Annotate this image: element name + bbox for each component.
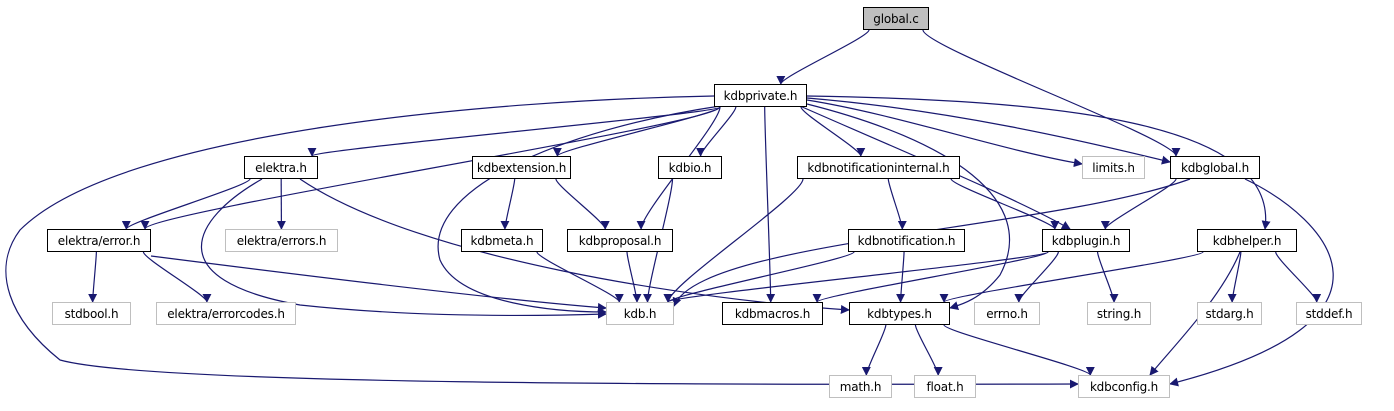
edge-kdbplugin-to-errno <box>1014 251 1059 303</box>
node-kdbconfig[interactable]: kdbconfig.h <box>1078 375 1170 398</box>
node-kdbplugin[interactable]: kdbplugin.h <box>1042 229 1130 252</box>
edge-kdbprivate-to-limits <box>806 99 1083 168</box>
edge-elektra-to-kdb <box>200 178 607 319</box>
edge-kdbprivate-to-elektra_error <box>140 106 721 230</box>
edge-kdbnotificationinternal-to-kdb <box>663 178 804 303</box>
node-elektra-errors[interactable]: elektra/errors.h <box>225 229 338 252</box>
edge-kdbprivate-to-kdbconfig <box>5 95 1079 389</box>
edge-kdbhelper-to-kdbtypes <box>939 251 1204 303</box>
edge-elektra_error-to-stdbool <box>88 251 98 303</box>
edge-kdbnotificationinternal-to-kdbnotification <box>887 178 907 230</box>
edge-elektra-to-elektra_error <box>121 178 251 230</box>
node-kdbio[interactable]: kdbio.h <box>658 156 722 179</box>
node-kdbproposal[interactable]: kdbproposal.h <box>567 229 673 252</box>
node-kdbextension[interactable]: kdbextension.h <box>472 156 571 179</box>
node-limits[interactable]: limits.h <box>1082 156 1145 179</box>
edge-global_c-to-kdbprivate <box>776 29 870 85</box>
edge-kdbprivate-to-kdb <box>437 105 721 317</box>
edge-kdbprivate-to-kdbglobal <box>806 97 1171 165</box>
node-float[interactable]: float.h <box>914 375 976 398</box>
node-kdbglobal[interactable]: kdbglobal.h <box>1170 156 1260 179</box>
node-stddef[interactable]: stddef.h <box>1296 302 1362 325</box>
node-kdbtypes[interactable]: kdbtypes.h <box>849 302 950 325</box>
edge-kdbglobal-to-kdbconfig <box>1169 178 1334 387</box>
node-stdarg[interactable]: stdarg.h <box>1197 302 1262 325</box>
edge-kdbnotification-to-kdb <box>663 251 855 303</box>
node-stdbool[interactable]: stdbool.h <box>52 302 131 325</box>
edge-kdbprivate-to-kdbmacros <box>764 106 776 303</box>
node-kdbhelper[interactable]: kdbhelper.h <box>1197 229 1297 252</box>
node-elektra[interactable]: elektra.h <box>244 156 318 179</box>
node-elektra-error[interactable]: elektra/error.h <box>47 229 151 252</box>
node-errno[interactable]: errno.h <box>974 302 1040 325</box>
edge-kdbprivate-to-kdbextension <box>553 106 721 157</box>
edge-kdbnotification-to-kdbtypes <box>896 251 906 303</box>
node-math[interactable]: math.h <box>829 375 892 398</box>
node-global-c[interactable]: global.c <box>863 7 929 30</box>
edge-kdbtypes-to-math <box>861 324 887 376</box>
edge-kdbtypes-to-float <box>914 324 943 376</box>
node-kdbmeta[interactable]: kdbmeta.h <box>461 229 543 252</box>
node-kdb[interactable]: kdb.h <box>606 302 674 325</box>
edge-kdbtypes-to-kdbconfig <box>943 324 1095 376</box>
edge-kdbhelper-to-kdbconfig <box>1149 251 1241 376</box>
node-string[interactable]: string.h <box>1087 302 1151 325</box>
node-kdbprivate[interactable]: kdbprivate.h <box>714 84 807 107</box>
edge-kdbnotificationinternal-to-kdbplugin <box>950 178 1060 230</box>
edge-kdbplugin-to-kdb <box>663 251 1049 303</box>
edge-kdbhelper-to-stddef <box>1275 251 1322 303</box>
edge-kdbextension-to-kdbproposal <box>555 178 610 230</box>
edge-kdbplugin-to-string <box>1096 251 1119 303</box>
node-errorcodes[interactable]: elektra/errorcodes.h <box>156 302 296 325</box>
edge-kdbmeta-to-kdb <box>536 251 624 303</box>
edge-kdbprivate-to-kdbio <box>696 106 737 157</box>
edge-kdbplugin-to-kdbmacros <box>812 251 1049 303</box>
node-kdbnotification[interactable]: kdbnotification.h <box>848 229 965 252</box>
edge-kdbprivate-to-kdbtypes <box>806 103 1011 310</box>
edge-kdbprivate-to-elektra <box>308 106 721 157</box>
edge-kdbprivate-to-kdbhelper <box>806 95 1271 230</box>
edge-elektra_error-to-kdb <box>150 255 607 312</box>
node-kdbmacros[interactable]: kdbmacros.h <box>722 302 823 325</box>
edge-kdbprivate-to-kdbnotificationinternal <box>800 106 866 157</box>
node-kdbnotificationinternal[interactable]: kdbnotificationinternal.h <box>797 156 960 179</box>
edge-kdbhelper-to-stdarg <box>1227 251 1242 303</box>
edge-elektra_error-to-errorcodes <box>142 251 212 303</box>
edge-kdbglobal-to-kdbplugin <box>1100 178 1177 230</box>
edge-global_c-to-kdbglobal <box>922 29 1181 157</box>
edge-kdbextension-to-kdbmeta <box>500 178 516 230</box>
edge-kdbproposal-to-kdb <box>626 251 642 303</box>
